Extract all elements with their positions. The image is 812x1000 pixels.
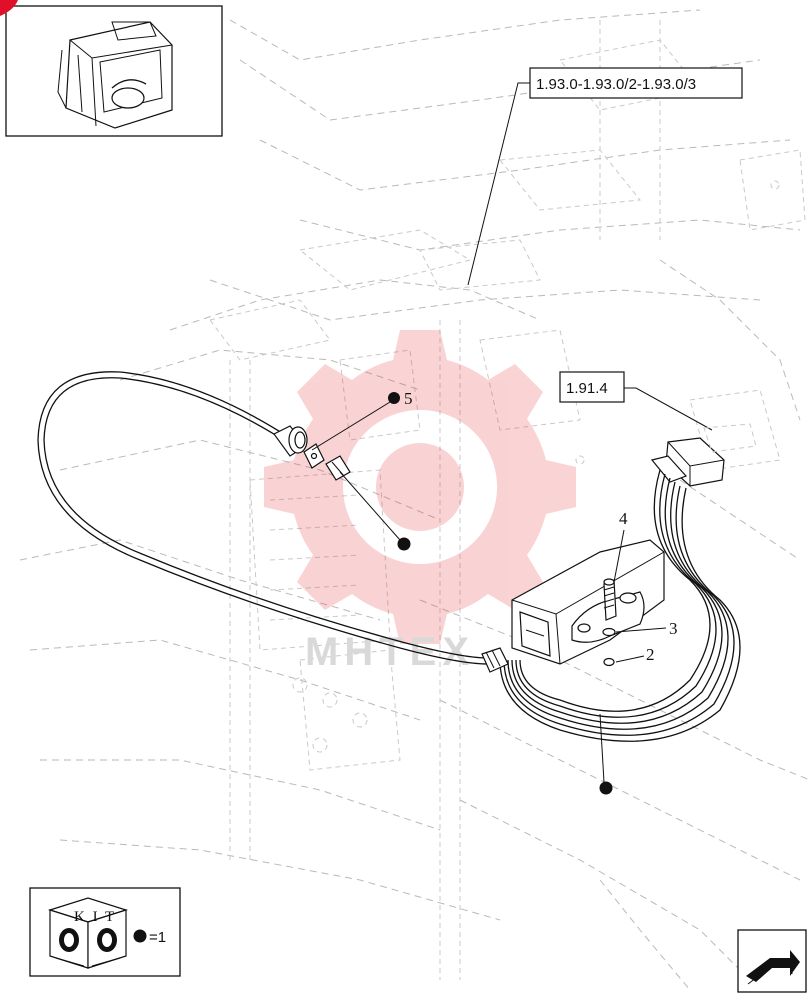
bulb-socket <box>273 425 351 481</box>
watermark-text: МНТЕХ <box>305 630 475 674</box>
callout-3-label: 3 <box>669 619 678 638</box>
harness-wires <box>499 469 741 742</box>
kit-dot-marker-harness <box>599 781 613 795</box>
leader-ref-top <box>467 82 530 286</box>
kit-legend: K I T =1 <box>29 887 181 977</box>
control-module <box>511 539 665 667</box>
connector-block <box>650 423 757 487</box>
reference-label-top: 1.93.0-1.93.0/2-1.93.0/3 <box>536 76 696 93</box>
next-page-arrow-icon[interactable] <box>737 929 807 993</box>
cab-thumbnail-icon <box>57 21 173 129</box>
leader-2 <box>615 655 645 663</box>
leader-4 <box>613 529 625 583</box>
kit-text: K I T <box>74 909 116 925</box>
callout-3[interactable]: 3 <box>669 619 678 638</box>
locator-thumbnail <box>5 5 223 137</box>
callout-5-label: 5 <box>404 389 413 408</box>
callout-2-label: 2 <box>646 645 655 664</box>
callout-4-label: 4 <box>619 509 628 528</box>
callout-5[interactable]: 5 <box>388 389 413 408</box>
watermark-gear-logo <box>264 330 576 644</box>
leader-3 <box>615 627 667 633</box>
reference-box-top[interactable]: 1.93.0-1.93.0/2-1.93.0/3 <box>529 67 743 99</box>
red-corner-marker <box>0 0 18 16</box>
kit-cube-icon <box>48 897 128 969</box>
reference-label-mid: 1.91.4 <box>566 380 608 397</box>
kit-dot-marker-lamp <box>397 537 411 551</box>
kit-equals-text: =1 <box>149 929 166 946</box>
kit-legend-dot <box>133 929 147 943</box>
loop-cable <box>37 371 509 673</box>
callout-2[interactable]: 2 <box>646 645 655 664</box>
callout-4[interactable]: 4 <box>619 509 628 528</box>
leader-5 <box>311 401 391 451</box>
leader-ref-mid <box>624 387 713 431</box>
leader-kit-lamp <box>339 471 401 541</box>
leader-kit-harness <box>599 713 605 783</box>
reference-box-mid[interactable]: 1.91.4 <box>559 371 625 403</box>
